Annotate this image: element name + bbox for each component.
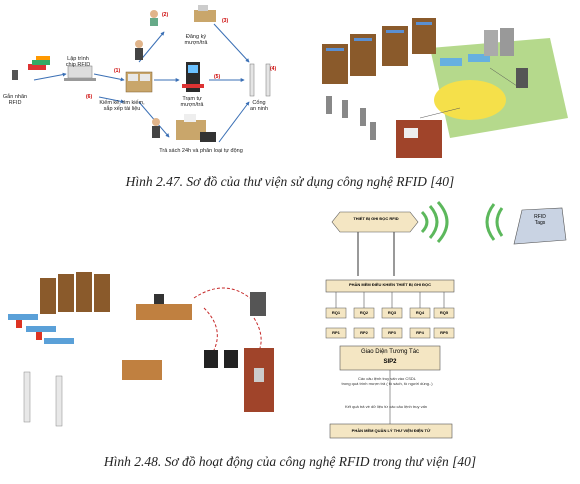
rq-label-3: RQ3 <box>387 310 397 315</box>
red-flow-arrows <box>193 287 262 351</box>
rfid-flow-diagram <box>12 5 271 143</box>
step-number-5: (5) <box>214 74 221 80</box>
people-figures <box>326 96 376 140</box>
security-gates <box>23 371 63 427</box>
reader-device-box <box>331 211 419 233</box>
label-return-24h: Trả sách 24h và phân loại tự động <box>159 148 243 154</box>
arrow-to-register <box>138 31 165 63</box>
kiosk-counter <box>122 360 162 380</box>
inventory-workstation <box>125 71 153 93</box>
arrow-register-to-gate <box>213 23 250 63</box>
label-self-station: Trạm tự mượn/trả <box>180 96 204 108</box>
rfid-architecture-diagram <box>325 200 567 439</box>
step-number-1: (1) <box>114 68 121 74</box>
label-security-gate: Cổng an ninh <box>249 100 269 112</box>
checkout-desk <box>136 294 192 320</box>
step-number-3: (3) <box>222 18 229 24</box>
arrow-inventory-loop <box>98 96 125 104</box>
study-tables <box>8 314 74 344</box>
rq-label-4: RQ4 <box>415 310 425 315</box>
rp-label-1: RP1 <box>332 330 340 335</box>
label-programming: Lập trình chip RFID <box>65 56 91 68</box>
label-inventory: Kiểm kê, tìm kiếm, sắp xếp tài liệu <box>99 100 145 112</box>
return-station <box>152 114 216 142</box>
rfid-tag-card <box>513 207 567 245</box>
radio-waves <box>420 200 504 244</box>
register-desk <box>150 5 216 26</box>
caption-figure-2-47: Hình 2.47. Sơ đồ của thư viện sử dụng cô… <box>125 174 455 189</box>
bookshelves-row <box>40 272 110 314</box>
step-number-6: (6) <box>86 94 93 100</box>
rp-boxes <box>325 327 455 339</box>
control-software-label: PHẦN MỀM ĐIỀU KHIỂN THIẾT BỊ GHI ĐỌC <box>348 282 431 287</box>
rp-label-3: RP3 <box>388 330 396 335</box>
caption-figure-2-48: Hình 2.48. Sơ đồ hoạt động của công nghệ… <box>103 454 477 469</box>
brick-wall <box>396 120 442 158</box>
library-software-label: PHẦN MỀM QUẢN LÝ THƯ VIỆN ĐIỆN TỬ <box>351 428 431 433</box>
interface-title: Giao Diện Tương Tác <box>360 349 420 355</box>
rp-label-5: RP5 <box>440 330 448 335</box>
self-service-station <box>182 62 204 92</box>
reader-device-label: THIẾT BỊ GHI ĐỌC RFID <box>353 216 399 221</box>
rq-label-1: RQ1 <box>331 310 341 315</box>
rp-label-4: RP4 <box>416 330 424 335</box>
arrow-program-to-workstation <box>93 73 125 82</box>
rfid-tags-label: RFID Tags <box>534 214 546 226</box>
rfid-tag-books <box>12 56 50 80</box>
step-number-2: (2) <box>162 12 169 18</box>
self-checkout-terminals <box>204 350 238 368</box>
step-number-4: (4) <box>270 66 277 72</box>
db-query-text: Các câu lệnh truy vấn vào CSDL trong quá… <box>341 376 433 386</box>
security-gate-icon <box>249 63 271 97</box>
floor-yellow-zone <box>434 80 506 120</box>
programming-laptop <box>64 65 96 81</box>
library-floor-plan <box>322 18 568 158</box>
server-rack <box>484 28 528 88</box>
rq-label-5: RQ5 <box>439 310 449 315</box>
interface-sip2: SIP2 <box>383 359 397 365</box>
query-result-text: Kết quả trả về dữ liệu từ các câu lệnh t… <box>344 404 428 409</box>
staff-person-icon <box>135 40 143 60</box>
rq-label-2: RQ2 <box>359 310 369 315</box>
reading-tables <box>440 54 490 66</box>
label-tag-rfid: Gắn nhãn RFID <box>2 94 28 106</box>
library-software-box <box>329 423 453 439</box>
label-register: Đăng ký mượn/trả <box>184 34 208 46</box>
rfid-operation-scene <box>8 272 274 427</box>
server-cabinet <box>250 292 266 316</box>
rp-label-2: RP2 <box>360 330 368 335</box>
arrow-tag-to-program <box>33 72 67 81</box>
control-software-box <box>325 279 455 293</box>
arrow-return-to-gate <box>218 101 250 143</box>
